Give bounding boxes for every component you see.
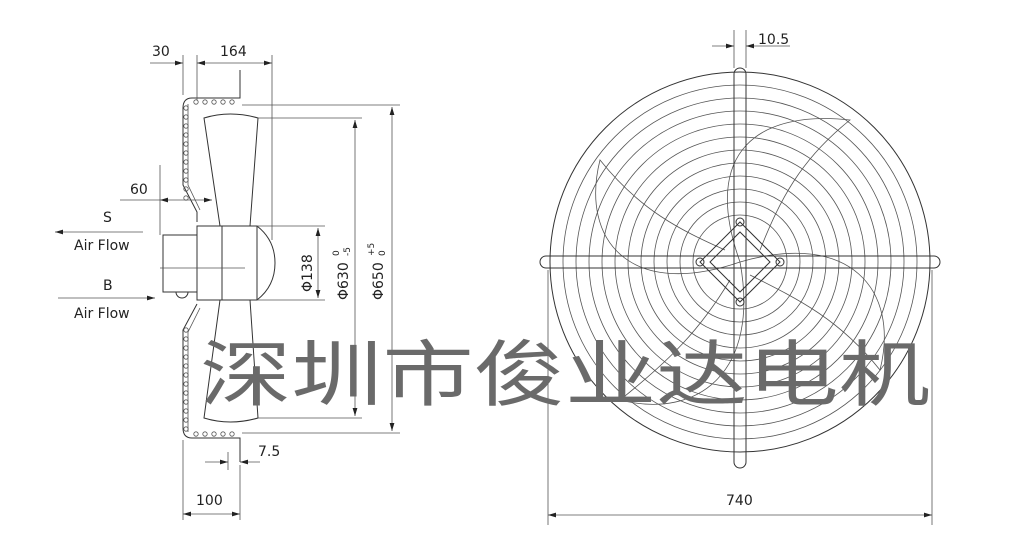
wire-dot bbox=[193, 431, 199, 437]
guard-ring bbox=[575, 97, 905, 427]
guard-wire-dots bbox=[183, 99, 235, 437]
airflow-s-letter: S bbox=[103, 210, 112, 226]
dim-100: 100 bbox=[196, 493, 223, 509]
guard-ring bbox=[640, 162, 840, 362]
wire-dot bbox=[183, 105, 189, 111]
mount-bar-horizontal bbox=[539, 255, 941, 269]
svg-text:0: 0 bbox=[332, 250, 342, 256]
guard-ring bbox=[679, 201, 801, 323]
wire-dot bbox=[183, 159, 189, 165]
guard-rings bbox=[549, 71, 931, 453]
dim-650: Φ650 +5 0 bbox=[367, 243, 388, 300]
wire-dot bbox=[229, 431, 235, 437]
wire-dot bbox=[183, 195, 189, 201]
wire-dot bbox=[220, 99, 226, 105]
wire-dot bbox=[183, 150, 189, 156]
dim-10-5: 10.5 bbox=[758, 32, 789, 48]
wire-dot bbox=[202, 431, 208, 437]
wire-dot bbox=[183, 417, 189, 423]
dim-630: Φ630 0 -5 bbox=[332, 247, 353, 300]
dim-7-5: 7.5 bbox=[258, 444, 280, 460]
dim-60: 60 bbox=[130, 182, 148, 198]
front-view: 10.5 740 bbox=[539, 30, 941, 525]
wire-dot bbox=[183, 408, 189, 414]
airflow-b-label: Air Flow bbox=[74, 306, 130, 322]
guard-ring bbox=[653, 175, 827, 349]
wire-dot bbox=[183, 390, 189, 396]
guard-ring bbox=[614, 136, 866, 388]
wire-dot bbox=[193, 99, 199, 105]
blade-top bbox=[203, 113, 259, 227]
guard-ring bbox=[627, 149, 853, 375]
wire-dot bbox=[183, 327, 189, 333]
wire-dot bbox=[183, 114, 189, 120]
wire-dot bbox=[183, 372, 189, 378]
wire-dot bbox=[183, 132, 189, 138]
motor-mount-plate bbox=[699, 221, 781, 303]
dim-30: 30 bbox=[152, 44, 170, 60]
airflow-b-letter: B bbox=[103, 278, 113, 294]
dim-138: Φ138 bbox=[300, 254, 316, 292]
wire-dot bbox=[183, 381, 189, 387]
svg-text:-5: -5 bbox=[343, 247, 353, 256]
wire-dot bbox=[183, 141, 189, 147]
guard-ring bbox=[692, 214, 788, 310]
motor-cap bbox=[162, 234, 198, 293]
guard-ring bbox=[601, 123, 879, 401]
wire-dot bbox=[183, 363, 189, 369]
mount-bar-vertical bbox=[733, 67, 747, 469]
watermark-text: 深圳市俊业达电机 bbox=[200, 333, 930, 417]
svg-text:0: 0 bbox=[378, 250, 388, 256]
svg-text:Φ650: Φ650 bbox=[371, 262, 387, 300]
dim-164: 164 bbox=[220, 44, 247, 60]
wire-dot bbox=[202, 99, 208, 105]
guard-profile bbox=[182, 70, 241, 462]
wire-dot bbox=[183, 399, 189, 405]
wire-dot bbox=[211, 99, 217, 105]
svg-text:Φ630: Φ630 bbox=[336, 262, 352, 300]
motor-body bbox=[221, 225, 258, 301]
dim-740: 740 bbox=[726, 493, 753, 509]
wire-dot bbox=[183, 354, 189, 360]
svg-text:+5: +5 bbox=[367, 243, 377, 256]
wire-dot bbox=[183, 336, 189, 342]
wire-dot bbox=[183, 345, 189, 351]
side-view: 30 164 60 S Air Flow B Air Flow Φ138 Φ63… bbox=[55, 44, 400, 520]
wire-dot bbox=[229, 99, 235, 105]
guard-ring bbox=[588, 110, 892, 414]
blade-bottom bbox=[203, 299, 259, 423]
wire-dot bbox=[183, 426, 189, 432]
wire-dot bbox=[211, 431, 217, 437]
guard-ring bbox=[562, 84, 918, 440]
wire-dot bbox=[183, 177, 189, 183]
wire-dot bbox=[220, 431, 226, 437]
wire-dot bbox=[183, 168, 189, 174]
wire-dot bbox=[183, 186, 189, 192]
airflow-s-label: Air Flow bbox=[74, 238, 130, 254]
wire-dot bbox=[183, 123, 189, 129]
guard-ring bbox=[549, 71, 931, 453]
